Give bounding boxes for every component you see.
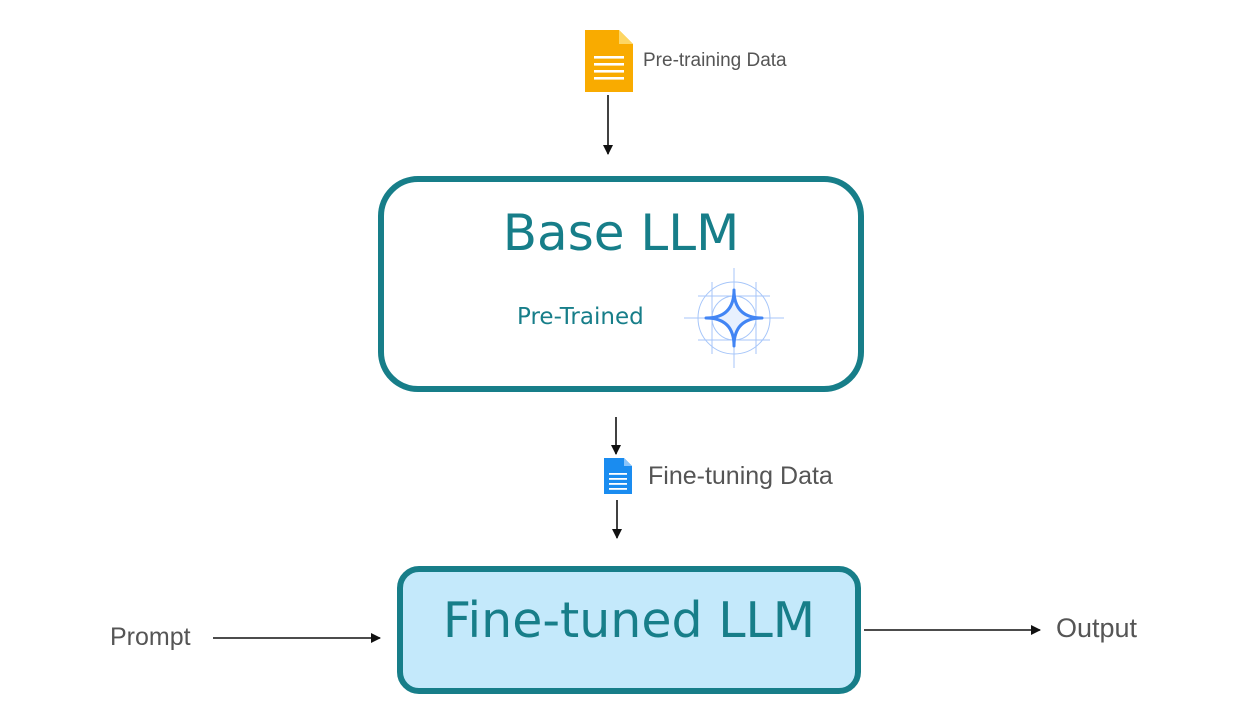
prompt-label: Prompt	[110, 623, 191, 651]
base-llm-title: Base LLM	[502, 204, 740, 262]
pre-trained-label: Pre-Trained	[517, 304, 644, 330]
finetuned-llm-box: Fine-tuned LLM	[397, 566, 861, 694]
output-label: Output	[1056, 613, 1138, 643]
sparkle-star-icon	[684, 268, 784, 368]
finetuned-llm-title: Fine-tuned LLM	[442, 592, 816, 649]
base-llm-box: Base LLM Pre-Trained	[378, 176, 864, 392]
pretraining-data-label: Pre-training Data	[643, 50, 787, 71]
document-icon	[604, 458, 632, 494]
document-icon	[585, 30, 633, 92]
finetuning-data-label: Fine-tuning Data	[648, 462, 833, 490]
